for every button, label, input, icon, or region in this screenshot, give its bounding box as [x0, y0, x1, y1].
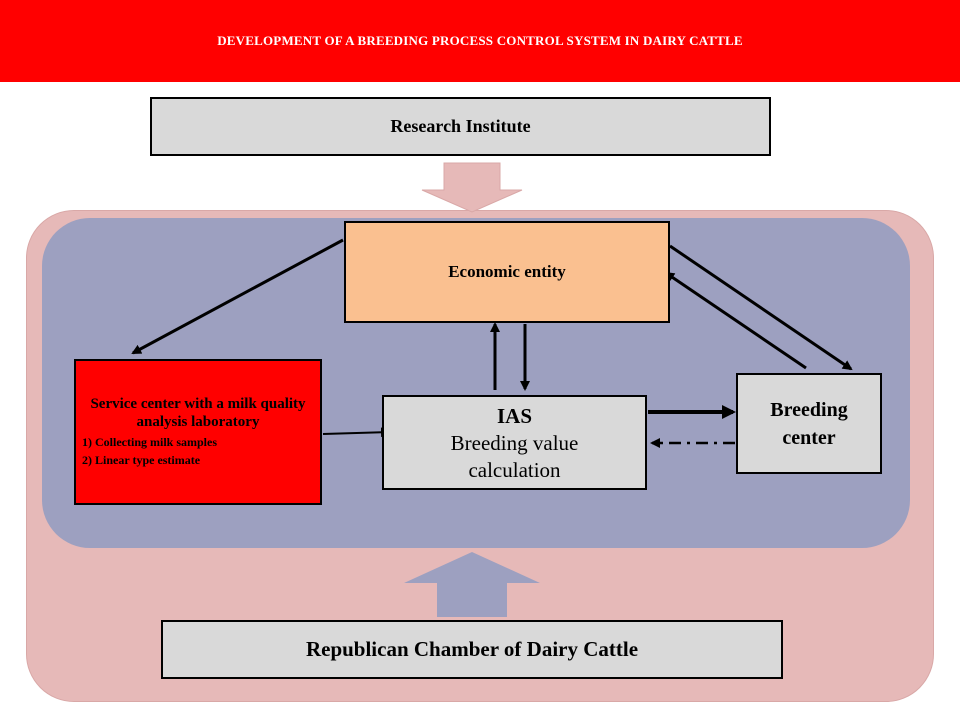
breeding-center-box: Breeding center: [736, 373, 882, 474]
ias-subtitle-line1: Breeding value: [450, 430, 579, 455]
arrow-economic-to-service: [131, 238, 344, 355]
page-title: DEVELOPMENT OF A BREEDING PROCESS CONTRO…: [217, 33, 743, 48]
service-center-box: Service center with a milk quality analy…: [74, 359, 322, 505]
research-institute-label: Research Institute: [390, 116, 531, 136]
economic-entity-label: Economic entity: [448, 262, 566, 281]
service-center-item: 1) Collecting milk samples: [82, 435, 217, 449]
ias-title: IAS: [496, 403, 533, 428]
research-institute-box: Research Institute: [150, 97, 771, 156]
ias-box: IAS Breeding value calculation: [382, 395, 647, 490]
breeding-center-label-line1: Breeding: [770, 398, 848, 421]
economic-entity-box: Economic entity: [344, 221, 670, 323]
service-center-list: 1) Collecting milk samples 2) Linear typ…: [82, 433, 314, 469]
title-banner: DEVELOPMENT OF A BREEDING PROCESS CONTRO…: [0, 0, 960, 82]
ias-subtitle-line2: calculation: [468, 457, 561, 482]
arrow-service-to-ias: [322, 427, 391, 438]
breeding-center-label-line2: center: [782, 426, 836, 449]
arrow-breeding-to-economic: [664, 271, 807, 370]
service-center-title: Service center with a milk quality analy…: [90, 396, 306, 430]
arrow-economic-to-breeding: [669, 244, 853, 371]
block-arrow-down: [421, 162, 523, 213]
block-arrow-up: [404, 552, 540, 617]
republican-chamber-box: Republican Chamber of Dairy Cattle: [161, 620, 783, 679]
service-center-item: 2) Linear type estimate: [82, 453, 201, 467]
republican-chamber-label: Republican Chamber of Dairy Cattle: [305, 637, 639, 661]
